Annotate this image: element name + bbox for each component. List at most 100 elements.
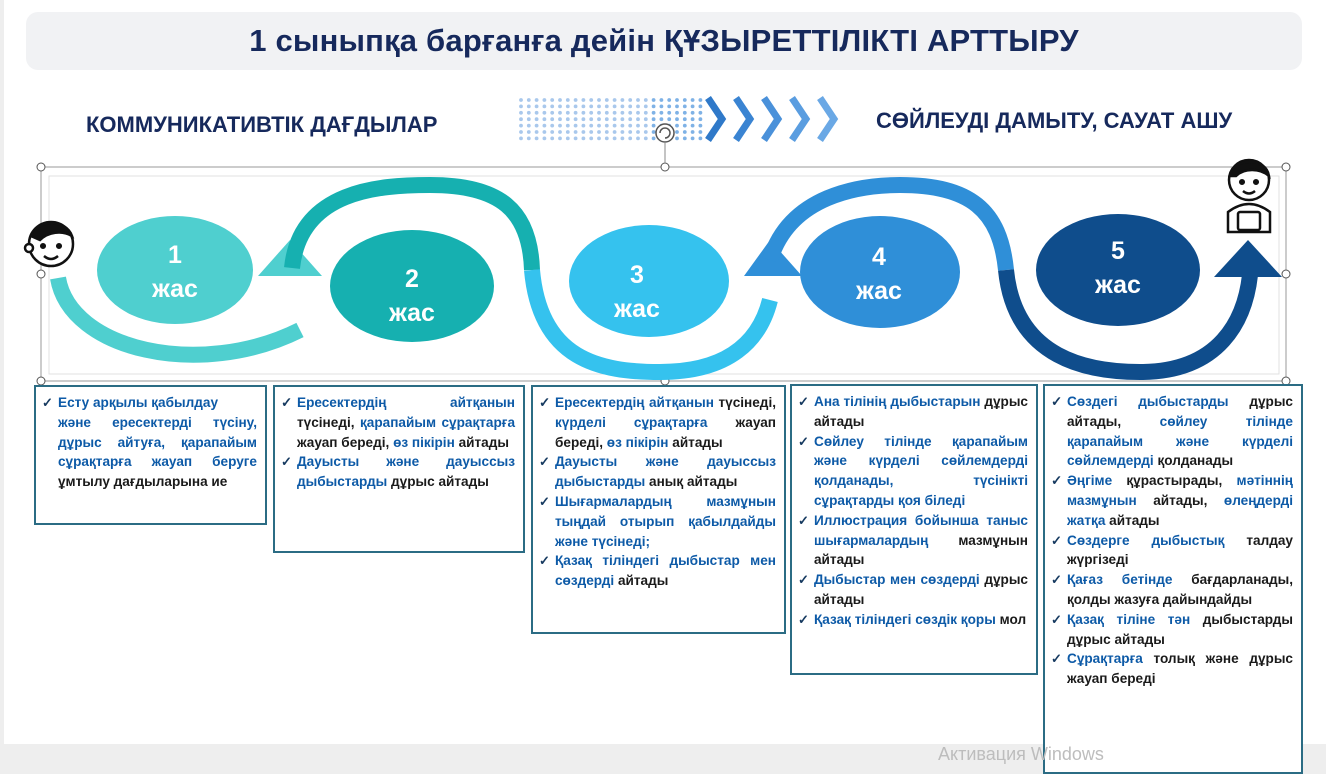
stage-circle-4 bbox=[800, 216, 960, 328]
card-item: Ана тілінің дыбыстарын дұрыс айтады bbox=[798, 392, 1028, 432]
stage-card-1[interactable]: Есту арқылы қабылдау және ересектерді тү… bbox=[34, 385, 267, 525]
decor-dot bbox=[667, 117, 672, 122]
decor-dot bbox=[573, 136, 578, 141]
stage-label-1: 1 жас bbox=[135, 238, 215, 306]
decor-dot bbox=[698, 117, 703, 122]
decor-dot bbox=[573, 98, 578, 102]
decor-dot bbox=[526, 136, 531, 141]
decor-dot bbox=[550, 110, 555, 115]
decor-dot bbox=[690, 123, 695, 128]
decor-dot bbox=[651, 136, 656, 141]
decor-dot bbox=[628, 136, 633, 141]
decor-dot bbox=[565, 136, 570, 141]
rotate-handle[interactable] bbox=[655, 123, 675, 163]
decor-dot bbox=[643, 136, 648, 141]
decor-dot bbox=[643, 123, 648, 128]
stage-circle-3 bbox=[569, 225, 729, 337]
stage-card-2[interactable]: ✓Ересектердің айтқанын түсінеді, қарапай… bbox=[273, 385, 525, 553]
card-item: Қазақ тіліндегі сөздік қоры мол bbox=[798, 610, 1028, 630]
decor-dot bbox=[534, 130, 539, 134]
decor-dot bbox=[604, 123, 609, 128]
decor-dot bbox=[643, 117, 648, 122]
card-item: ✓Сөздегі дыбыстарды дұрыс айтады, сөйлеу… bbox=[1051, 394, 1293, 469]
decor-dot bbox=[565, 110, 570, 115]
decor-dot bbox=[690, 110, 695, 115]
card-item: Дауысты және дауыссыз дыбыстарды анық ай… bbox=[539, 452, 776, 492]
decor-dot bbox=[636, 98, 640, 102]
decor-dot bbox=[565, 130, 570, 134]
stage-card-3[interactable]: ✓Ересектердің айтқанын түсінеді, күрделі… bbox=[531, 385, 786, 634]
arc-segment-3 bbox=[524, 269, 778, 381]
decor-dot bbox=[612, 130, 617, 134]
stage-card-4[interactable]: Ана тілінің дыбыстарын дұрыс айтады Сөйл… bbox=[790, 384, 1038, 675]
subheading-left: КОММУНИКАТИВТІК ДАҒДЫЛАР bbox=[86, 112, 438, 137]
decor-dot bbox=[651, 130, 656, 134]
decor-dot bbox=[573, 104, 578, 109]
decor-dot bbox=[542, 104, 547, 109]
stage-number: 5 bbox=[1111, 237, 1125, 265]
card-item: Қазақ тіліне тән дыбыстарды дұрыс айтады bbox=[1051, 610, 1293, 650]
resize-handles[interactable] bbox=[36, 162, 1291, 386]
decor-dot bbox=[682, 110, 687, 115]
decor-dot bbox=[675, 130, 679, 134]
decor-dot bbox=[659, 98, 664, 102]
decor-dot bbox=[698, 136, 703, 141]
decor-dot bbox=[558, 98, 562, 102]
stage-number: 2 bbox=[405, 265, 419, 293]
decor-dot bbox=[682, 117, 687, 122]
card-item: ✓Ересектердің айтқанын түсінеді, күрделі… bbox=[539, 395, 776, 450]
decor-dot bbox=[589, 130, 594, 134]
stage-number: 1 bbox=[168, 241, 182, 269]
decor-dot bbox=[651, 110, 656, 115]
decor-dot bbox=[667, 104, 672, 109]
decor-dot bbox=[628, 98, 633, 102]
decor-dot bbox=[558, 104, 562, 109]
decor-dot bbox=[519, 110, 523, 115]
decor-dot bbox=[612, 117, 617, 122]
stage-label-5: 5 жас bbox=[1078, 234, 1158, 302]
decor-dot bbox=[542, 130, 547, 134]
decor-dot bbox=[550, 117, 555, 122]
decor-dot bbox=[519, 98, 523, 102]
decor-dot bbox=[565, 98, 570, 102]
decor-dot bbox=[550, 104, 555, 109]
decor-dot bbox=[550, 98, 555, 102]
decor-dot bbox=[675, 110, 679, 115]
decor-dot bbox=[519, 136, 523, 141]
decor-dot bbox=[620, 117, 625, 122]
decor-dot bbox=[558, 110, 562, 115]
decor-dot bbox=[597, 104, 601, 109]
stage-circle-1 bbox=[97, 216, 253, 324]
decor-dot bbox=[698, 123, 703, 128]
decor-dot bbox=[682, 104, 687, 109]
decor-dot bbox=[636, 136, 640, 141]
activation-watermark: Активация Windows bbox=[938, 744, 1104, 764]
card-item: ✓Ересектердің айтқанын түсінеді, қарапай… bbox=[281, 395, 515, 450]
stage-card-5[interactable]: ✓Сөздегі дыбыстарды дұрыс айтады, сөйлеу… bbox=[1043, 384, 1303, 774]
decor-dot bbox=[675, 136, 679, 141]
decor-dot bbox=[612, 136, 617, 141]
decor-dot bbox=[690, 98, 695, 102]
card-item: ✓Әңгіме құрастырады, мәтіннің мазмұнын а… bbox=[1051, 473, 1293, 528]
decor-dot bbox=[550, 130, 555, 134]
decor-dot bbox=[581, 136, 586, 141]
card-item: Дыбыстар мен сөздерді дұрыс айтады bbox=[798, 570, 1028, 610]
decor-dot bbox=[636, 104, 640, 109]
decor-dot bbox=[558, 136, 562, 141]
decor-dot bbox=[542, 98, 547, 102]
decor-dot bbox=[542, 123, 547, 128]
decor-dot bbox=[620, 136, 625, 141]
card-item: және ересектерді түсіну, дұрыс айтуға, қ… bbox=[58, 414, 257, 490]
decor-dot bbox=[636, 123, 640, 128]
decor-dot bbox=[573, 123, 578, 128]
decor-dot bbox=[620, 110, 625, 115]
stage-number: 3 bbox=[630, 261, 644, 289]
decor-dot bbox=[612, 104, 617, 109]
decor-dot bbox=[690, 117, 695, 122]
decor-dot bbox=[651, 98, 656, 102]
decor-dot bbox=[526, 117, 531, 122]
decor-dot bbox=[565, 117, 570, 122]
decor-dot bbox=[526, 130, 531, 134]
decor-dot bbox=[667, 110, 672, 115]
decor-dot bbox=[534, 123, 539, 128]
